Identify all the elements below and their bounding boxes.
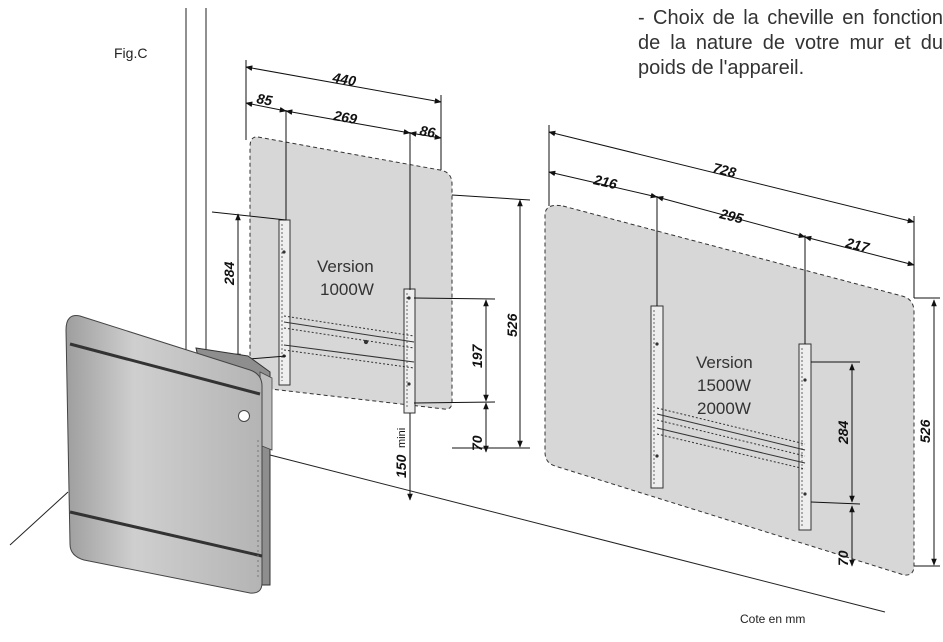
right-version-line-2: 1500W xyxy=(697,376,751,395)
left-dim-left-offset: 85 xyxy=(255,90,273,108)
left-version-line-2: 1000W xyxy=(320,280,374,299)
left-cross-rails xyxy=(283,315,415,369)
left-dim-height-bottom: 70 xyxy=(469,435,485,451)
right-dim-height-bracket: 284 xyxy=(835,420,851,445)
right-template-panel: Version 1500W 2000W 728 216 295 217 284 … xyxy=(544,125,940,576)
power-indicator-icon xyxy=(238,410,250,422)
right-dimension-lines xyxy=(548,125,940,567)
left-version-line-1: Version xyxy=(317,257,374,276)
left-dim-height-mid: 197 xyxy=(469,343,485,368)
right-dim-right-offset: 217 xyxy=(843,234,872,256)
figure-label: Fig.C xyxy=(114,45,148,61)
heater-unit xyxy=(65,315,273,594)
right-dim-height-bottom: 70 xyxy=(835,550,851,566)
right-version-line-1: Version xyxy=(696,353,753,372)
right-version-line-3: 2000W xyxy=(697,399,751,418)
left-dim-height-total: 526 xyxy=(504,313,520,337)
right-bracket-a xyxy=(650,305,664,489)
left-dim-total-width: 440 xyxy=(330,69,357,89)
left-dim-right-offset: 86 xyxy=(418,122,436,140)
left-dim-floor-gap: 150 xyxy=(393,454,409,478)
left-dim-bracket-spacing: 269 xyxy=(331,107,358,127)
right-cross-rails xyxy=(656,407,806,470)
left-dim-height-left: 284 xyxy=(221,261,237,286)
left-bracket-b xyxy=(403,288,416,414)
anchor-choice-note: - Choix de la cheville en fonction de la… xyxy=(638,7,943,79)
right-dim-left-offset: 216 xyxy=(591,171,619,192)
room-lines xyxy=(9,8,886,613)
right-bracket-b xyxy=(798,343,812,531)
left-dim-floor-gap-suffix: mini xyxy=(396,428,408,448)
left-bracket-a xyxy=(278,219,291,386)
right-dim-height-total: 526 xyxy=(917,419,933,443)
right-dim-total-width: 728 xyxy=(711,159,738,180)
left-template-panel: Version 1000W 440 85 269 86 xyxy=(211,60,531,501)
units-caption: Cote en mm xyxy=(740,612,806,626)
right-dim-bracket-spacing: 295 xyxy=(717,205,745,226)
